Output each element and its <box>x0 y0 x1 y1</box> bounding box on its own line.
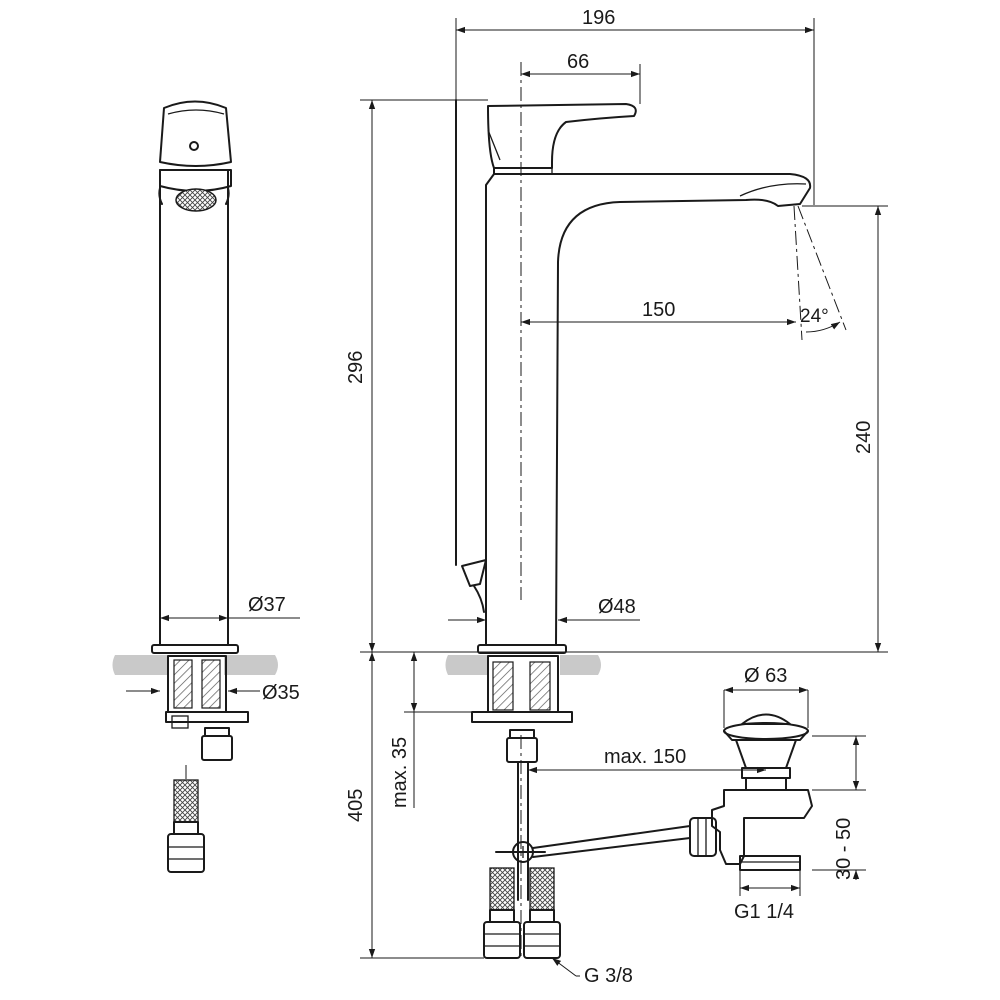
dim-outlet-height: 240 <box>853 421 875 454</box>
front-shank-right <box>529 661 551 711</box>
spout <box>493 167 812 646</box>
side-shank-right <box>201 659 221 709</box>
dim-handle-offset: 66 <box>567 51 589 73</box>
dim-waste-adjust: 30 - 50 <box>833 818 855 880</box>
dim-max-deck: max. 35 <box>389 737 411 808</box>
front-view: 196 66 296 240 150 24° Ø48 max. 35 <box>345 7 888 987</box>
aerator <box>175 188 217 212</box>
dim-spout-reach: 150 <box>642 299 675 321</box>
side-shank-left <box>173 659 193 709</box>
dim-hose-thread: G 3/8 <box>584 965 633 987</box>
waste-assembly <box>689 713 813 871</box>
front-shank-left <box>492 661 514 711</box>
dim-spray-angle: 24° <box>800 306 829 327</box>
dim-front-body-diameter: Ø48 <box>598 596 636 618</box>
popup-rod <box>455 99 487 587</box>
waste-body <box>711 789 813 865</box>
dim-side-body-diameter: Ø37 <box>248 594 286 616</box>
dim-waste-diameter: Ø 63 <box>744 665 787 687</box>
dim-shank-diameter: Ø35 <box>262 682 300 704</box>
front-deck <box>445 655 601 675</box>
dim-pullrod-reach: max. 150 <box>604 746 686 768</box>
side-handle <box>159 100 232 167</box>
front-hose-left <box>489 867 515 911</box>
waste-connector <box>689 817 717 857</box>
side-handle-indicator <box>189 141 199 151</box>
side-deck <box>112 655 278 675</box>
dim-total-width: 196 <box>582 7 615 29</box>
front-hose-right <box>529 867 555 911</box>
side-body <box>158 169 230 646</box>
dim-total-height: 296 <box>345 351 367 384</box>
dim-below-deck: 405 <box>345 789 367 822</box>
side-view: Ø37 Ø35 <box>112 100 300 873</box>
side-hose <box>173 779 199 823</box>
rod-clamp <box>512 841 534 863</box>
dim-waste-thread: G1 1/4 <box>734 901 794 923</box>
lever-handle <box>487 103 637 169</box>
